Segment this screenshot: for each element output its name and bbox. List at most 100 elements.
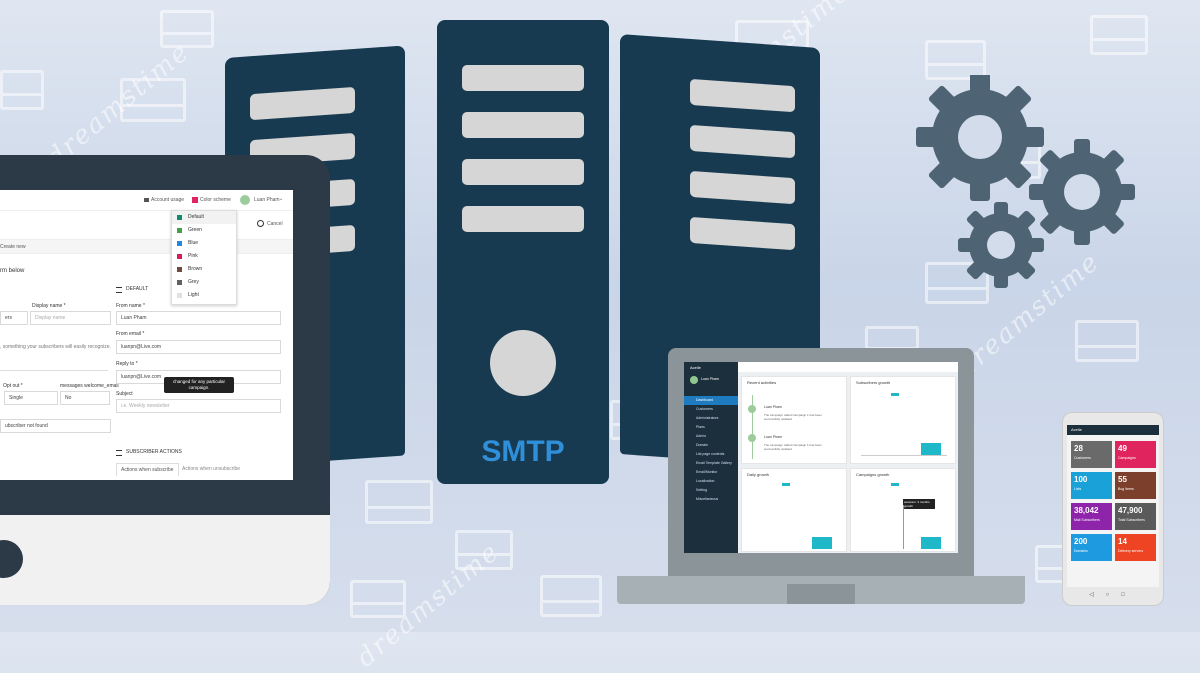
stat-value: 38,042 bbox=[1074, 506, 1099, 515]
color-swatch bbox=[177, 228, 182, 233]
account-usage-icon bbox=[144, 198, 149, 202]
legend-swatch bbox=[782, 483, 790, 486]
stat-value: 200 bbox=[1074, 537, 1088, 546]
sidebar-item[interactable]: Email/Monitor bbox=[696, 470, 718, 474]
sidebar-item[interactable]: Administrators bbox=[696, 416, 719, 420]
stat-value: 100 bbox=[1074, 475, 1088, 484]
stat-caption: Bug Items bbox=[1118, 487, 1134, 491]
color-swatch bbox=[177, 280, 182, 285]
chevron-down-icon: ⌄ bbox=[279, 196, 284, 202]
activity-text: The campaign called Campaign 1 has been … bbox=[764, 413, 822, 421]
tab-actions-subscribe[interactable]: Actions when subscribe bbox=[116, 463, 179, 476]
close-icon bbox=[257, 220, 264, 227]
reply-to-label: Reply to * bbox=[116, 361, 138, 367]
stat-caption: Mail Subscribers bbox=[1074, 518, 1100, 522]
daily-growth-card: Daily growth bbox=[741, 468, 847, 552]
chart-axis bbox=[861, 455, 947, 456]
sidebar-item[interactable]: Localization bbox=[696, 479, 715, 483]
color-swatch bbox=[177, 241, 182, 246]
sidebar-item[interactable]: Email Template Gallery bbox=[696, 461, 732, 465]
color-option-default[interactable]: Default bbox=[172, 211, 236, 224]
stat-value: 47,900 bbox=[1118, 506, 1143, 515]
laptop-user: Luan Pham bbox=[701, 377, 719, 381]
gears-icon bbox=[916, 75, 1135, 288]
sidebar-item[interactable]: Admin bbox=[696, 434, 706, 438]
from-name-label: From name * bbox=[116, 303, 145, 309]
color-scheme-link[interactable]: Color scheme bbox=[200, 197, 231, 203]
left-field[interactable]: ers bbox=[0, 311, 28, 325]
laptop-topbar bbox=[738, 362, 958, 372]
envelope-icon bbox=[160, 10, 214, 48]
sidebar-item[interactable]: List page contents bbox=[696, 452, 725, 456]
smtp-label: SMTP bbox=[481, 435, 565, 468]
activity-item bbox=[748, 434, 756, 442]
envelope-icon bbox=[365, 480, 433, 524]
envelope-icon bbox=[1090, 15, 1148, 55]
chart-cursor-line bbox=[903, 505, 904, 549]
list-icon bbox=[116, 287, 122, 293]
opt-out-select[interactable]: Single bbox=[4, 391, 58, 405]
legend-swatch bbox=[891, 393, 899, 396]
subject-field[interactable]: i.e. Weekly newsletter bbox=[116, 399, 281, 413]
color-option-blue[interactable]: Blue bbox=[172, 237, 236, 250]
avatar[interactable] bbox=[240, 195, 250, 205]
phone-header: Acelle bbox=[1067, 425, 1159, 435]
envelope-icon bbox=[0, 70, 44, 110]
subscriber-actions-label: SUBSCRIBER ACTIONS bbox=[126, 449, 182, 455]
stat-caption: Campaigns bbox=[1118, 456, 1136, 460]
tab-actions-unsubscribe[interactable]: Actions when unsubscribe bbox=[182, 466, 241, 472]
activity-text: The campaign called Campaign 1 has been … bbox=[764, 443, 822, 451]
sidebar-item[interactable]: Domain bbox=[696, 443, 709, 447]
sidebar-item[interactable]: Dashboard bbox=[684, 396, 738, 405]
stat-caption: Total Subscribers bbox=[1118, 518, 1145, 522]
account-usage-link[interactable]: Account usage bbox=[151, 197, 185, 203]
sidebar-item[interactable]: Setting bbox=[696, 488, 707, 492]
activity-name: Luan Pham bbox=[764, 435, 782, 439]
form-heading: rm below bbox=[0, 268, 25, 274]
envelope-icon bbox=[120, 78, 186, 122]
hint-text: , something your subscribers will easily… bbox=[0, 344, 111, 350]
sidebar-item[interactable]: Miscellaneous bbox=[696, 497, 719, 501]
stat-caption: Customers bbox=[1074, 456, 1091, 460]
user-menu[interactable]: Luan Pham bbox=[254, 197, 280, 203]
display-name-label: Display name * bbox=[32, 303, 66, 309]
subject-label: Subject bbox=[116, 391, 133, 397]
top-bar: Account usage Color scheme Luan Pham ⌄ bbox=[0, 190, 293, 211]
color-option-pink[interactable]: Pink bbox=[172, 250, 236, 263]
sidebar-item[interactable]: Customers bbox=[696, 407, 713, 411]
chart-bar bbox=[921, 537, 941, 549]
color-option-grey[interactable]: Grey bbox=[172, 276, 236, 289]
from-email-field[interactable]: luanpn@Live.com bbox=[116, 340, 281, 354]
sidebar-item[interactable]: Plans bbox=[696, 425, 705, 429]
envelope-icon bbox=[540, 575, 602, 617]
from-name-field[interactable]: Luan Pham bbox=[116, 311, 281, 325]
stat-caption: Domains bbox=[1074, 549, 1088, 553]
color-option-brown[interactable]: Brown bbox=[172, 263, 236, 276]
cancel-button[interactable]: Cancel bbox=[252, 218, 286, 230]
laptop-brand: Acelle bbox=[690, 365, 701, 370]
list-icon bbox=[116, 450, 122, 456]
campaigns-growth-card: Campaigns growth sessions: 3 months grow… bbox=[850, 468, 956, 552]
envelope-icon bbox=[350, 580, 406, 618]
subscriber-search-field[interactable]: ubscriber not found bbox=[0, 419, 111, 433]
welcome-email-select[interactable]: No bbox=[60, 391, 110, 405]
display-name-field[interactable]: Display name bbox=[30, 311, 111, 325]
monitor-bezel-bottom bbox=[0, 515, 330, 605]
activity-name: Luan Pham bbox=[764, 405, 782, 409]
default-section-label: DEFAULT bbox=[126, 286, 149, 292]
recent-activities-card: Recent activities Luan Pham The campaign… bbox=[741, 376, 847, 464]
color-option-light[interactable]: Light bbox=[172, 289, 236, 302]
stat-value: 49 bbox=[1118, 444, 1127, 453]
color-option-green[interactable]: Green bbox=[172, 224, 236, 237]
tooltip: changed for any particular campaign. bbox=[164, 377, 234, 393]
